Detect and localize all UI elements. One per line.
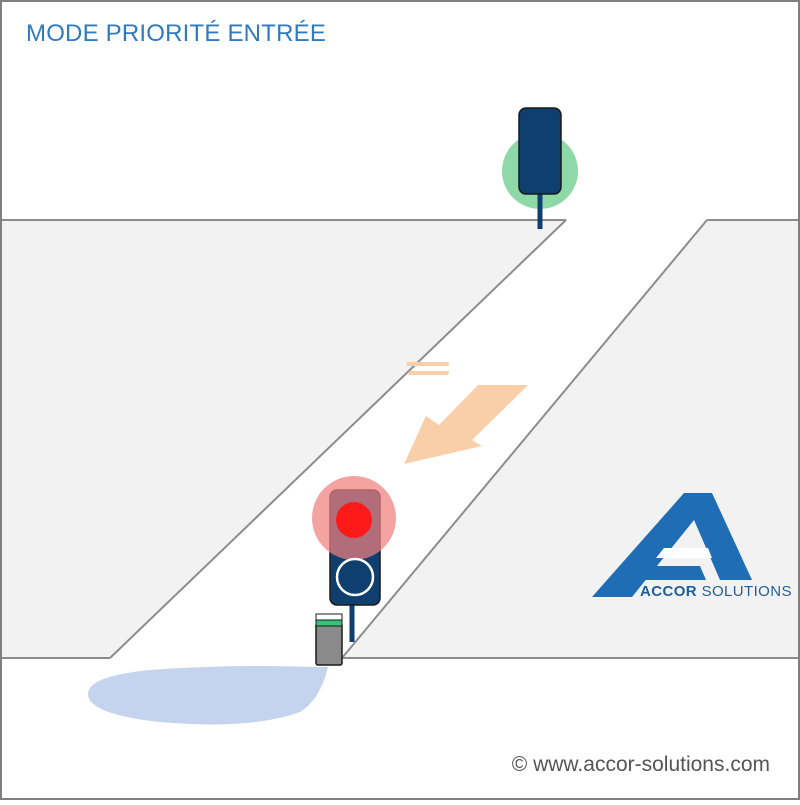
accor-logo-icon — [592, 493, 752, 597]
direction-arrow-icon — [404, 362, 528, 464]
page-title: MODE PRIORITÉ ENTRÉE — [26, 20, 327, 47]
brand-name: ACCOR SOLUTIONS — [640, 583, 792, 600]
detection-zone — [88, 666, 328, 725]
red-light — [336, 502, 372, 538]
brand-name-bold: ACCOR — [640, 583, 697, 600]
top-traffic-light-icon — [502, 107, 578, 229]
top-signal-body — [518, 107, 562, 195]
copyright-text: © www.accor-solutions.com — [511, 753, 770, 776]
lane-edge-left — [109, 219, 567, 659]
brand-name-light: SOLUTIONS — [697, 583, 792, 600]
bollard-icon — [315, 613, 343, 666]
lane-edge-right — [341, 219, 708, 659]
bottom-traffic-light-icon — [312, 476, 396, 642]
off-light — [335, 557, 375, 597]
single-lane — [110, 220, 707, 658]
